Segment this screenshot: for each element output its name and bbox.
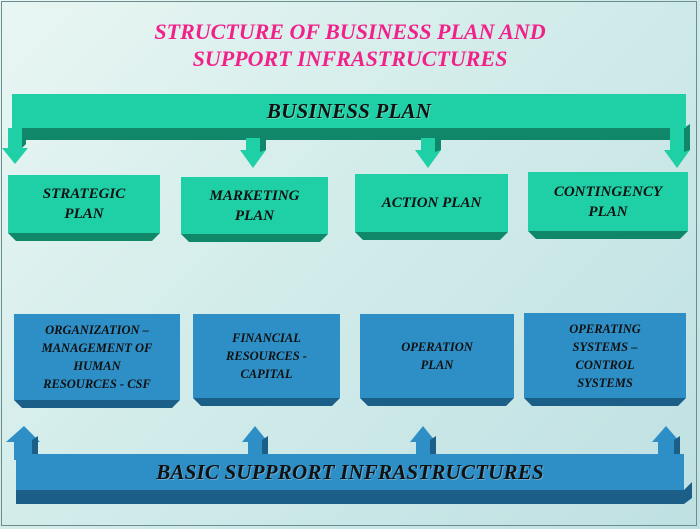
plan-label-line2: PLAN	[64, 206, 104, 222]
plan-label-line2: PLAN	[588, 203, 628, 220]
down-arrow-icon	[415, 134, 441, 168]
support-box-financial: FINANCIAL RESOURCES - CAPITAL	[193, 314, 340, 398]
support-box-organization: ORGANIZATION – MANAGEMENT OF HUMAN RESOU…	[14, 314, 180, 400]
plan-label-line1: ACTION PLAN	[381, 195, 482, 211]
support-label-line: OPERATING	[569, 321, 641, 336]
title-line-2: SUPPORT INFRASTRUCTURES	[192, 46, 508, 71]
plan-box-strategic: STRATEGIC PLAN	[8, 175, 160, 233]
support-label-line: ORGANIZATION –	[45, 323, 149, 337]
support-label-line: MANAGEMENT OF	[41, 341, 153, 355]
plan-label-line2: PLAN	[234, 207, 275, 224]
down-arrow-icon	[2, 124, 28, 164]
plan-label-line1: MARKETING	[209, 187, 300, 204]
support-infrastructure-bar: BASIC SUPPRORT INFRASTRUCTURES	[16, 454, 684, 490]
plan-box-action: ACTION PLAN	[355, 174, 508, 232]
support-box-operating-systems: OPERATING SYSTEMS – CONTROL SYSTEMS	[524, 313, 686, 398]
support-infrastructure-label: BASIC SUPPRORT INFRASTRUCTURES	[156, 459, 544, 484]
plan-box-contingency: CONTINGENCY PLAN	[528, 172, 688, 231]
support-box-operation: OPERATION PLAN	[360, 314, 514, 398]
title-line-1: STRUCTURE OF BUSINESS PLAN AND	[154, 19, 546, 44]
down-arrow-icon	[240, 134, 266, 168]
support-label-line: PLAN	[420, 358, 454, 372]
business-plan-label: BUSINESS PLAN	[266, 98, 432, 123]
support-label-line: OPERATION	[401, 340, 473, 354]
plan-label-line1: CONTINGENCY	[553, 183, 663, 200]
slide-title: STRUCTURE OF BUSINESS PLAN AND SUPPORT I…	[0, 18, 700, 72]
support-label-line: FINANCIAL	[232, 331, 301, 345]
support-label-line: CONTROL	[575, 357, 635, 372]
support-label-line: RESOURCES -	[226, 349, 307, 363]
support-label-line: HUMAN	[73, 359, 121, 373]
business-plan-bar: BUSINESS PLAN	[12, 94, 686, 128]
plan-label-line1: STRATEGIC	[42, 186, 126, 202]
support-label-line: SYSTEMS –	[572, 339, 638, 354]
business-plan-bar-depth	[12, 128, 686, 140]
support-label-line: CAPITAL	[240, 367, 293, 381]
support-label-line: SYSTEMS	[577, 375, 633, 390]
support-bar-depth	[16, 482, 692, 504]
support-label-line: RESOURCES - CSF	[43, 377, 151, 391]
plan-box-marketing: MARKETING PLAN	[181, 177, 328, 234]
down-arrow-icon	[664, 124, 690, 168]
